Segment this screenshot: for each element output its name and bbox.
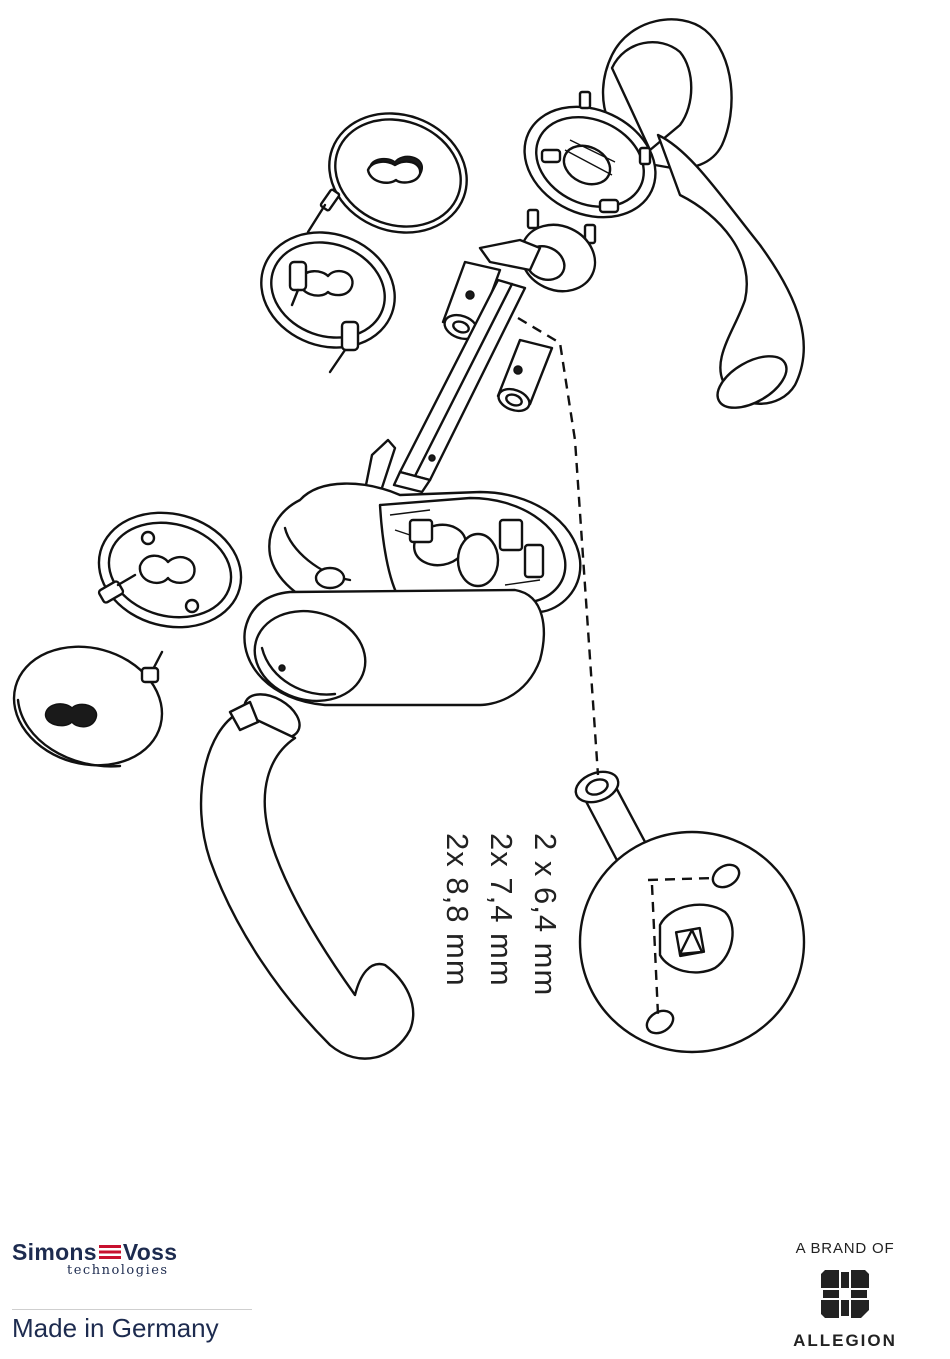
inner-rosette-plate	[580, 832, 804, 1052]
spacer-measurements: 2 x 6,4 mm 2x 7,4 mm 2x 8,8 mm	[440, 833, 563, 996]
allegion-name: ALLEGION	[770, 1331, 920, 1351]
measurement-line-2: 2x 7,4 mm	[484, 833, 519, 987]
inner-lever-handle	[201, 685, 413, 1058]
simonsvoss-name-left: Simons	[12, 1239, 97, 1265]
brand-of-label: A BRAND OF	[770, 1240, 920, 1257]
simonsvoss-brand-block: Simons Voss technologies Made in Germany	[12, 1238, 262, 1344]
measurement-line-1: 2 x 6,4 mm	[528, 833, 563, 996]
simonsvoss-name-right: Voss	[123, 1239, 177, 1265]
simonsvoss-logo: Simons Voss	[12, 1238, 262, 1266]
allegion-logo-icon	[817, 1266, 873, 1322]
allegion-brand-block: A BRAND OF ALLEGION	[770, 1240, 920, 1351]
inner-rosette-base	[86, 497, 254, 642]
front-cover-plate	[244, 590, 543, 713]
outer-rosette-base-left	[245, 214, 411, 372]
made-in-germany: Made in Germany	[12, 1313, 262, 1344]
brand-divider	[12, 1309, 252, 1310]
inner-rosette-cover	[1, 631, 176, 782]
outer-lever-handle	[603, 19, 804, 418]
measurement-line-3: 2x 8,8 mm	[440, 833, 475, 987]
simonsvoss-tagline: technologies	[12, 1264, 262, 1278]
arrow-triangle-icon	[676, 928, 704, 956]
outer-rosette-cover	[308, 95, 484, 252]
simonsvoss-bars-icon	[99, 1245, 121, 1259]
